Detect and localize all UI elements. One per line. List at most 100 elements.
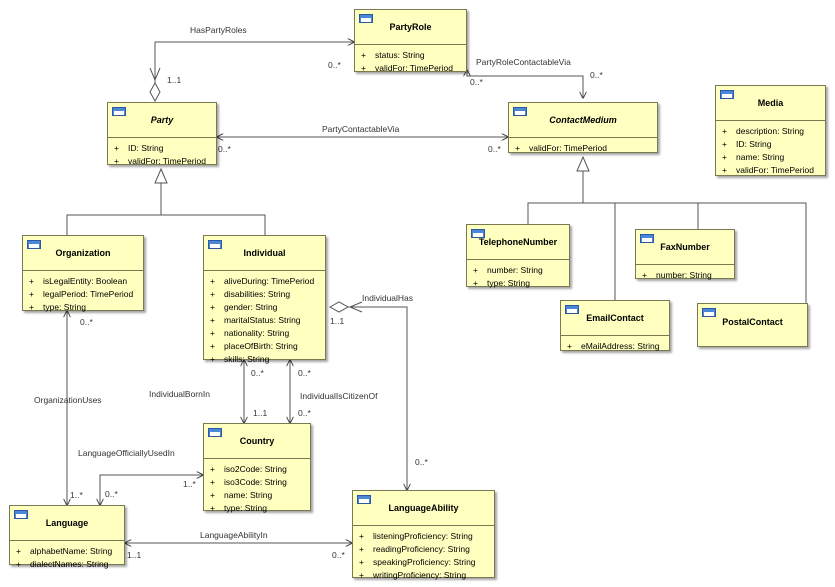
class-icon [720,90,734,99]
class-name: Individual [243,248,286,258]
class-name: LanguageAbility [388,503,459,513]
attribute: +eMailAddress: String [567,341,660,351]
attribute: +maritalStatus: String [210,315,301,325]
multiplicity-label: 0..* [470,77,483,87]
has-party-roles-aggregation-diamond [149,81,161,103]
party-role-contactable-via-label: PartyRoleContactableVia [476,57,571,67]
multiplicity-label: 1..1 [167,75,182,85]
multiplicity-label: 1..* [70,490,83,500]
attribute: +validFor: TimePeriod [722,165,814,175]
class-icon [27,240,41,249]
class-name: Media [757,98,784,108]
attribute: +type: String [210,503,267,513]
class-language-ability[interactable]: LanguageAbility +listeningProficiency: S… [352,490,495,580]
attribute: +aliveDuring: TimePeriod [210,276,315,286]
attribute: +description: String [722,126,805,136]
party-generalization-triangle [154,167,168,184]
multiplicity-label: 1..1 [253,408,268,418]
language-ability-in-label: LanguageAbilityIn [200,530,268,540]
class-contact-medium[interactable]: ContactMedium +validFor: TimePeriod [508,102,658,153]
attribute: +type: String [473,278,530,288]
multiplicity-label: 0..* [590,70,603,80]
multiplicity-label: 0..* [298,368,311,378]
class-individual[interactable]: Individual +aliveDuring: TimePeriod +dis… [203,235,326,364]
class-icon [702,308,716,317]
class-name: Language [45,518,89,528]
class-party[interactable]: Party +ID: String +validFor: TimePeriod [107,102,217,166]
class-media[interactable]: Media +description: String +ID: String +… [715,85,826,176]
contact-medium-generalization-line [527,171,807,303]
attribute: +iso2Code: String [210,464,287,474]
class-email-contact[interactable]: EmailContact +eMailAddress: String [560,300,670,351]
class-telephone-number[interactable]: TelephoneNumber +number: String +type: S… [466,224,570,288]
party-role-contactable-via-line [467,70,583,98]
language-officially-used-in-label: LanguageOfficiallyUsedIn [78,448,175,458]
attribute: +writingProficiency: String [359,570,467,580]
attribute: +gender: String [210,302,278,312]
class-icon [208,240,222,249]
class-icon [513,107,527,116]
attribute: +legalPeriod: TimePeriod [29,289,134,299]
attribute: +speakingProficiency: String [359,557,476,567]
attribute: +type: String [29,302,86,312]
attribute: +isLegalEntity: Boolean [29,276,128,286]
attribute: +disabilities: String [210,289,291,299]
multiplicity-label: 0..* [328,60,341,70]
individual-has-line [348,306,407,490]
class-icon [112,107,126,116]
attribute: +ID: String [722,139,772,149]
class-name: PostalContact [722,317,783,327]
attribute: +iso3Code: String [210,477,287,487]
attribute: +listeningProficiency: String [359,531,473,541]
class-icon [471,229,485,238]
multiplicity-label: 0..* [80,317,93,327]
attribute: +alphabetName: String [16,546,113,556]
individual-is-citizen-of-label: IndividualIsCitizenOf [300,391,378,401]
class-icon [14,510,28,519]
class-name: PartyRole [389,22,432,32]
multiplicity-label: 1..* [183,479,196,489]
attribute: +skills: String [210,354,270,364]
multiplicity-label: 0..* [298,408,311,418]
class-name: Party [150,115,174,125]
individual-born-in-label: IndividualBornIn [149,389,210,399]
attribute: +placeOfBirth: String [210,341,298,351]
language-officially-used-in-line [100,475,203,505]
has-party-roles-arrow [149,67,161,82]
attribute: +validFor: TimePeriod [114,156,206,166]
has-party-roles-label: HasPartyRoles [190,25,247,35]
class-icon [640,234,654,243]
individual-has-label: IndividualHas [362,293,414,303]
class-postal-contact[interactable]: PostalContact [697,303,808,347]
individual-has-aggregation-diamond [328,301,350,313]
attribute: +number: String [642,270,712,280]
class-icon [359,14,373,23]
class-organization[interactable]: Organization +isLegalEntity: Boolean +le… [22,235,144,312]
multiplicity-label: 0..* [251,368,264,378]
attribute: +name: String [210,490,273,500]
class-country[interactable]: Country +iso2Code: String +iso3Code: Str… [203,423,311,513]
class-icon [565,305,579,314]
attribute: +validFor: TimePeriod [515,143,607,153]
class-icon [357,495,371,504]
attribute: +number: String [473,265,543,275]
attribute: +validFor: TimePeriod [361,63,453,73]
class-name: FaxNumber [660,242,710,252]
multiplicity-label: 1..1 [127,550,142,560]
has-party-roles-line [154,42,354,98]
attribute: +name: String [722,152,785,162]
multiplicity-label: 0..* [105,489,118,499]
class-language[interactable]: Language +alphabetName: String +dialectN… [9,505,125,569]
multiplicity-label: 0..* [415,457,428,467]
class-name: Country [239,436,275,446]
attribute: +readingProficiency: String [359,544,470,554]
class-fax-number[interactable]: FaxNumber +number: String [635,229,735,280]
multiplicity-label: 0..* [218,144,231,154]
multiplicity-label: 0..* [332,550,345,560]
multiplicity-label: 1..1 [330,316,345,326]
attribute: +dialectNames: String [16,559,109,569]
organization-uses-label: OrganizationUses [34,395,102,405]
class-party-role[interactable]: PartyRole +status: String +validFor: Tim… [354,9,467,73]
contact-medium-generalization-triangle [576,155,590,172]
